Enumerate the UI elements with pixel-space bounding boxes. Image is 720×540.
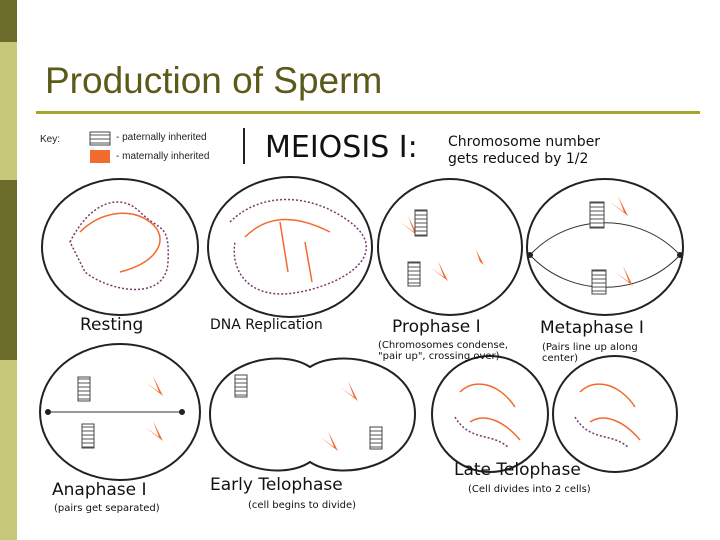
chromosome-paternal bbox=[234, 374, 248, 398]
chromatin-paternal bbox=[454, 416, 509, 448]
key-maternal-label: - maternally inherited bbox=[116, 151, 210, 162]
cell-prophase bbox=[377, 178, 523, 316]
chromosome-maternal bbox=[615, 266, 633, 286]
chromosome-paternal bbox=[369, 426, 383, 450]
chromosome-maternal bbox=[145, 376, 163, 396]
chromosome-maternal bbox=[320, 431, 338, 451]
meiosis-heading: MEIOSIS I: bbox=[265, 130, 418, 165]
early-telophase-note: (cell begins to divide) bbox=[248, 500, 357, 511]
anaphase-note: (pairs get separated) bbox=[54, 503, 160, 514]
meiosis-diagram: Key: - paternally inherited - maternally… bbox=[30, 122, 690, 518]
chromosome-paternal bbox=[407, 261, 421, 287]
chromosome-paternal bbox=[589, 201, 605, 229]
metaphase-note-2: center) bbox=[542, 353, 579, 364]
key-label: Key: bbox=[40, 134, 61, 145]
stage-label-anaphase: Anaphase I bbox=[52, 480, 147, 500]
cell-dna-replication bbox=[207, 176, 373, 318]
metaphase-note-1: (Pairs line up along bbox=[542, 342, 638, 353]
centriole bbox=[45, 409, 51, 415]
chromatin-maternal bbox=[459, 383, 521, 441]
cell-metaphase bbox=[526, 178, 684, 316]
key-paternal-label: - paternally inherited bbox=[116, 132, 207, 143]
stage-label-prophase: Prophase I bbox=[392, 317, 481, 337]
slide-title: Production of Sperm bbox=[45, 60, 383, 101]
chromosome-paternal bbox=[81, 423, 95, 449]
centriole bbox=[179, 409, 185, 415]
diagram-drawing bbox=[39, 128, 684, 481]
meiosis-subheading-2: gets reduced by 1/2 bbox=[448, 151, 589, 167]
chromosome-maternal bbox=[610, 196, 628, 216]
stage-label-late-telophase: Late Telophase bbox=[454, 460, 581, 480]
cell-resting bbox=[41, 178, 199, 316]
chromatin-paternal bbox=[229, 198, 367, 295]
prophase-note-1: (Chromosomes condense, bbox=[378, 340, 509, 351]
chromatin-maternal bbox=[244, 218, 331, 283]
title-underline bbox=[36, 111, 700, 114]
meiosis-subheading-1: Chromosome number bbox=[448, 134, 601, 150]
sidebar-block-light bbox=[0, 42, 17, 180]
cell-late-telophase-right bbox=[552, 355, 678, 473]
chromosome-maternal bbox=[145, 421, 163, 441]
sidebar-block-dark bbox=[0, 180, 17, 360]
stage-label-resting: Resting bbox=[80, 315, 144, 335]
cell-anaphase bbox=[39, 343, 201, 481]
chromosome-paternal bbox=[77, 376, 91, 402]
late-telophase-note: (Cell divides into 2 cells) bbox=[468, 484, 591, 495]
stage-label-metaphase: Metaphase I bbox=[540, 318, 644, 338]
stage-label-early-telophase: Early Telophase bbox=[210, 475, 343, 495]
stage-label-dna-replication: DNA Replication bbox=[210, 317, 323, 333]
chromosome-maternal bbox=[430, 261, 448, 281]
cell-early-telophase bbox=[208, 357, 417, 472]
cell-late-telophase-left bbox=[431, 355, 549, 473]
paternal-swatch bbox=[89, 131, 111, 146]
chromatin-paternal bbox=[574, 416, 629, 448]
chromosome-paternal bbox=[414, 209, 428, 237]
chromosome-maternal bbox=[470, 250, 484, 265]
sidebar-block-light bbox=[0, 360, 17, 540]
prophase-note-2: "pair up", crossing over) bbox=[378, 351, 500, 362]
sidebar-block-dark bbox=[0, 0, 17, 42]
chromatin-maternal bbox=[79, 212, 161, 273]
centriole bbox=[527, 252, 533, 258]
sidebar-stripe bbox=[0, 0, 17, 540]
chromosome-maternal bbox=[340, 381, 358, 401]
chromatin-maternal bbox=[579, 383, 641, 441]
chromosome-paternal bbox=[591, 269, 607, 295]
centriole bbox=[677, 252, 683, 258]
key-legend bbox=[89, 128, 245, 164]
chromatin-paternal bbox=[69, 201, 169, 291]
maternal-swatch bbox=[90, 150, 110, 163]
